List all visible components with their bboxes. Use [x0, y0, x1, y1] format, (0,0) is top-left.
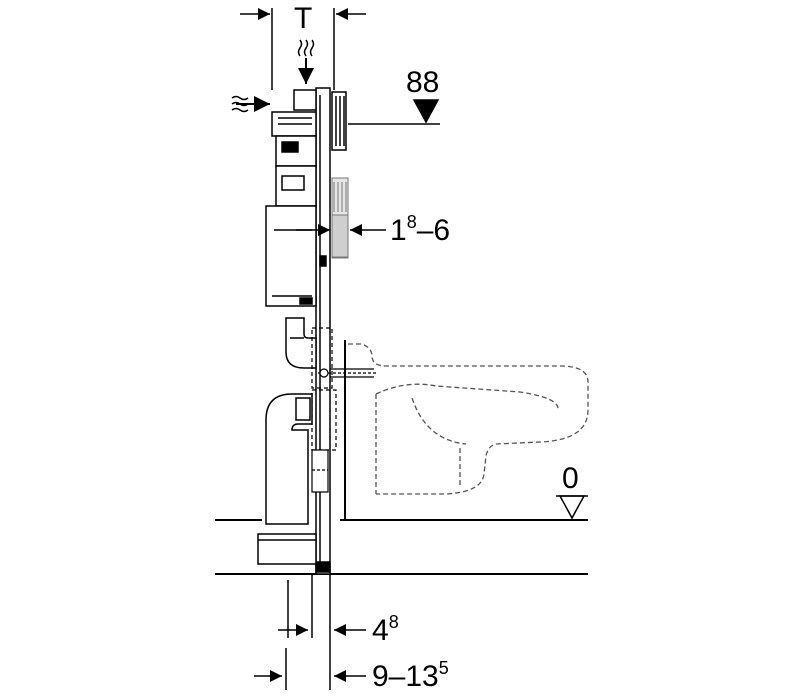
actuator-plate: [331, 91, 347, 151]
floor-lines: [215, 519, 588, 575]
drain-bend: [257, 393, 317, 565]
label-1-6: 18–6: [390, 212, 450, 247]
supply-arrow-side: [231, 95, 270, 113]
level-triangle-outline-icon: [558, 495, 586, 520]
cistern-top-valve: [293, 89, 317, 111]
label-88: 88: [406, 66, 439, 99]
dim-t: [240, 7, 366, 90]
connector-dashed: [311, 327, 337, 451]
fixing-bolt: [318, 368, 378, 378]
label-4-8: 48: [372, 612, 399, 647]
toilet-bowl: [348, 343, 589, 495]
frame-rail: [315, 87, 331, 575]
cistern: [265, 89, 317, 307]
label-9-13: 9–135: [372, 658, 449, 693]
dim-0: [556, 495, 588, 520]
water-wave-icon-side: [231, 95, 249, 113]
flush-bend: [285, 317, 317, 369]
drain-pipe: [311, 449, 329, 493]
cistern-tank: [265, 205, 317, 307]
water-wave-icon: [297, 39, 315, 57]
supply-arrow-top: [297, 39, 315, 84]
dim-88: [348, 99, 440, 125]
label-t: T: [294, 2, 312, 35]
dim-9-13: [254, 648, 366, 690]
wall-panel: [331, 177, 349, 259]
level-triangle-icon: [412, 99, 440, 124]
dim-4-8: [278, 574, 366, 690]
label-0: 0: [562, 462, 579, 495]
